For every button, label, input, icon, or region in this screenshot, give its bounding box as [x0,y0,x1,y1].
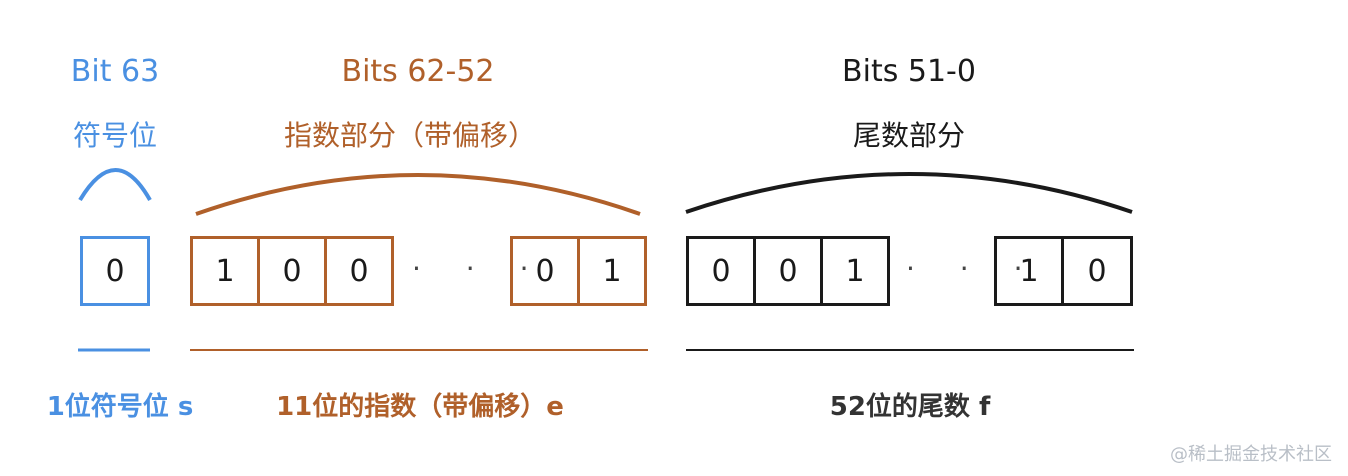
exponent-arc [195,173,641,216]
exponent-bit-cell: 0 [324,236,394,306]
sign-title: Bit 63 [70,54,160,89]
sign-subtitle: 符号位 [72,119,158,152]
mantissa-bit-cell: 0 [1061,236,1133,306]
exponent-ellipsis: · · · [412,252,547,285]
watermark: @稀土掘金技术社区 [1170,444,1332,465]
mantissa-bit-cell: 1 [820,236,890,306]
sign-bit-cell: 0 [80,236,150,306]
exponent-bit-cell: 0 [510,236,580,306]
mantissa-title: Bits 51-0 [842,54,976,89]
sign-footer: 1位符号位 s [46,392,194,422]
mantissa-subtitle: 尾数部分 [852,119,966,152]
mantissa-bit-cell: 0 [686,236,756,306]
mantissa-bit-cell: 0 [753,236,823,306]
mantissa-ellipsis: · · · [906,252,1041,285]
mantissa-arc [685,172,1133,214]
exponent-footer: 11位的指数（带偏移）e [276,392,564,422]
mantissa-footer: 52位的尾数 f [829,392,991,422]
exponent-subtitle: 指数部分（带偏移） [283,119,537,152]
mantissa-bit-cell: 1 [994,236,1064,306]
sign-arc [78,168,152,202]
exponent-title: Bits 62-52 [341,54,495,89]
exponent-bit-cell: 1 [577,236,647,306]
exponent-bit-cell: 0 [257,236,327,306]
exponent-bit-cell: 1 [190,236,260,306]
